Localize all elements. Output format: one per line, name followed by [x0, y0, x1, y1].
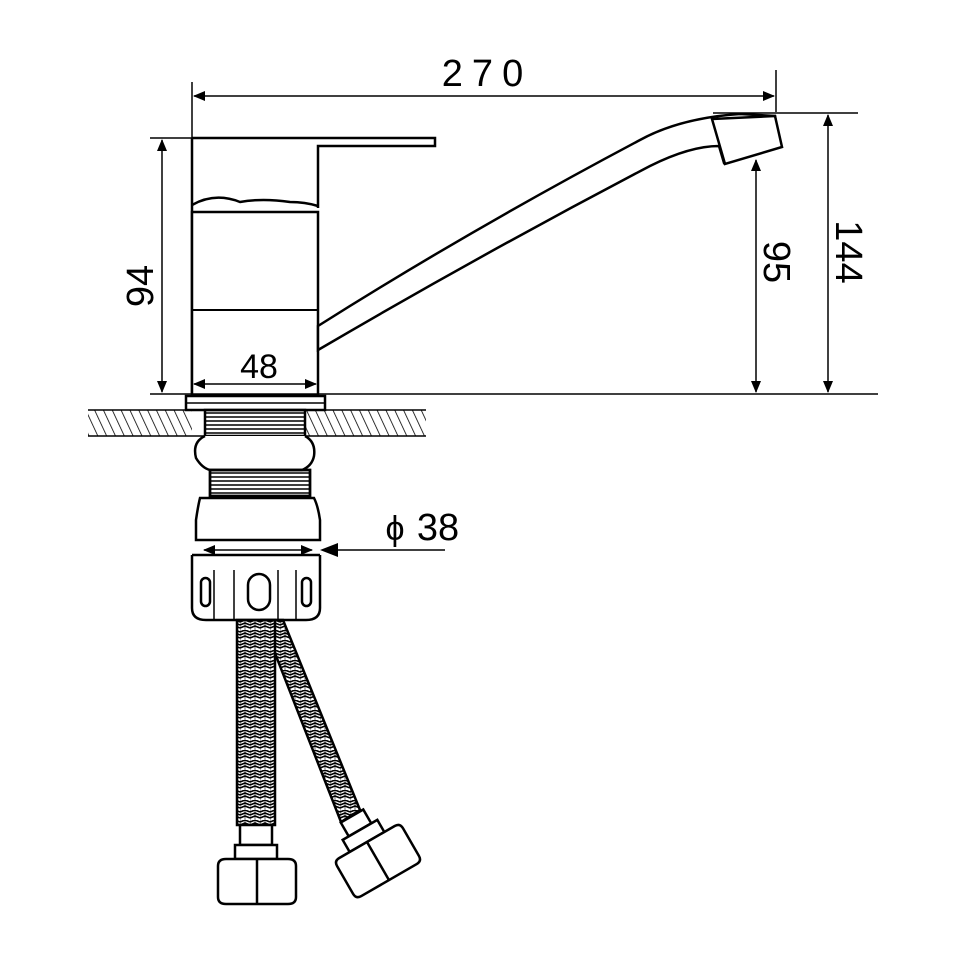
label-body-width: 48: [240, 348, 278, 386]
aerator: [710, 114, 784, 166]
straight-hose: [235, 618, 277, 827]
threaded-shank: [193, 408, 316, 498]
dimension-lines: [150, 70, 878, 557]
countertop-section: [88, 409, 426, 437]
angled-hose: [260, 618, 362, 824]
label-total-height: 144: [827, 220, 869, 283]
supply-hoses: [216, 618, 422, 906]
dimension-labels: 270 94 48 95 144 ϕ 38: [120, 53, 869, 549]
body-cylinder: [190, 210, 320, 397]
cartridge-cap: [191, 196, 319, 208]
label-base-diameter: 38: [417, 507, 459, 549]
lever-handle: [192, 136, 437, 208]
label-body-height: 94: [120, 265, 162, 307]
spout: [316, 112, 782, 353]
label-total-length: 270: [442, 53, 532, 95]
label-diameter-symbol: ϕ: [385, 510, 404, 548]
faucet-body: [184, 112, 784, 412]
mounting-nut: [190, 496, 322, 622]
label-spout-height: 95: [755, 241, 797, 283]
